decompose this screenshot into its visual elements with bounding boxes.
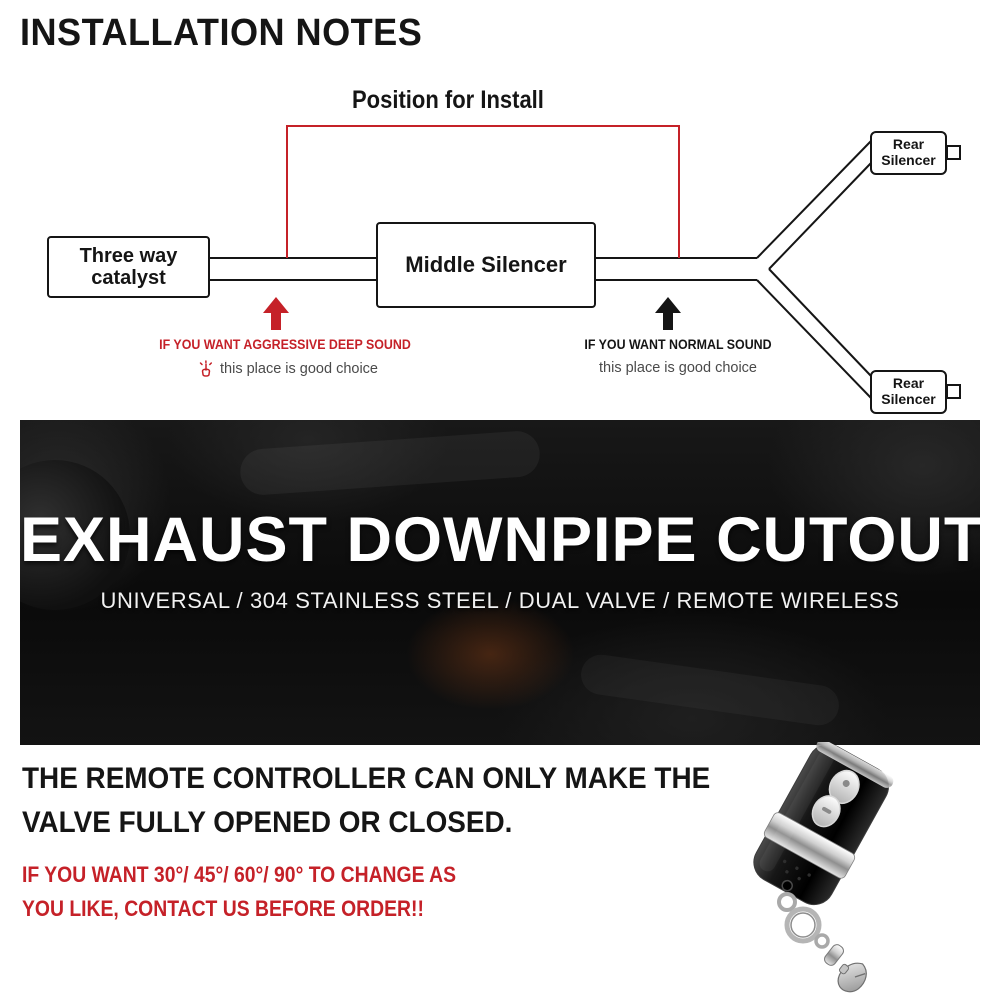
catalyst-label-line1: Three way: [79, 244, 178, 267]
rear-silencer-bottom-line1: Rear: [892, 375, 925, 392]
arrow-head: [655, 297, 681, 313]
remote-speaker-dots: [782, 859, 811, 881]
clasp-swivel-barrel: [824, 944, 844, 966]
arrow-stem: [663, 313, 673, 330]
remote-top-trim: [816, 742, 894, 788]
rear-silencer-bottom-line2: Silencer: [881, 391, 936, 407]
install-position-bracket: [286, 125, 680, 258]
branch-top-outer: [756, 140, 872, 259]
banner-subtitle: UNIVERSAL / 304 STAINLESS STEEL / DUAL V…: [100, 588, 900, 613]
remote-button-open-glyph: [842, 779, 850, 787]
arrow-head: [263, 297, 289, 313]
keychain-connector-ring: [814, 933, 830, 949]
banner-title: EXHAUST DOWNPIPE CUTOUT: [20, 505, 980, 575]
branch-top-inner: [768, 162, 872, 270]
normal-sound-note-sub: this place is good choice: [599, 360, 757, 376]
clasp-trigger: [838, 963, 850, 975]
up-arrow-black-icon: [655, 297, 681, 330]
aggressive-sound-note-sub: this place is good choice: [198, 360, 378, 378]
aggressive-sound-note-sub-text: this place is good choice: [220, 361, 378, 377]
remote-statement-line1: THE REMOTE CONTROLLER CAN ONLY MAKE THE: [22, 762, 711, 795]
keychain-split-ring: [784, 906, 822, 944]
rear-silencer-top-box: Rear Silencer: [870, 131, 947, 175]
middle-silencer-label: Middle Silencer: [405, 251, 567, 277]
tailpipe-stub-top: [946, 145, 961, 160]
banner-photo-shape-undercarriage: [578, 652, 842, 728]
arrow-stem: [271, 313, 281, 330]
rear-silencer-top-line2: Silencer: [881, 152, 936, 168]
banner-photo-shape-pipe: [238, 429, 542, 497]
lobster-clasp: [837, 962, 867, 993]
keychain-group: [777, 892, 867, 993]
pipe-lines: [108, 140, 961, 399]
up-arrow-red-icon: [263, 297, 289, 330]
keychain-split-ring-inner: [790, 912, 816, 938]
remote-chrome-band: [763, 812, 856, 879]
position-for-install-label: Position for Install: [352, 86, 544, 114]
contact-warning-line1: IF YOU WANT 30°/ 45°/ 60°/ 90° TO CHANGE…: [22, 862, 457, 887]
catalyst-label-line2: catalyst: [91, 267, 166, 289]
exhaust-install-diagram: Position for Install Three way catalyst …: [0, 78, 1000, 418]
normal-sound-note-title: IF YOU WANT NORMAL SOUND: [584, 337, 772, 352]
remote-gloss: [759, 750, 834, 872]
remote-button-close-glyph: [822, 806, 832, 814]
aggressive-sound-note-title: IF YOU WANT AGGRESSIVE DEEP SOUND: [159, 337, 411, 352]
remote-lanyard-hole: [781, 879, 793, 892]
remote-controller-image: [753, 742, 894, 993]
three-way-catalyst-box: Three way catalyst: [47, 236, 210, 298]
keychain-ring-small: [777, 892, 797, 912]
remote-body-group: [753, 742, 894, 906]
normal-sound-note-sub-text: this place is good choice: [599, 360, 757, 376]
hand-flick-icon: [198, 360, 214, 378]
tailpipe-stub-bottom: [946, 384, 961, 399]
rear-silencer-top-line1: Rear: [892, 136, 925, 153]
product-banner: EXHAUST DOWNPIPE CUTOUT UNIVERSAL / 304 …: [20, 420, 980, 745]
branch-bottom-inner: [768, 268, 872, 377]
rear-silencer-bottom-box: Rear Silencer: [870, 370, 947, 414]
page-title: INSTALLATION NOTES: [20, 12, 423, 54]
contact-warning-line2: YOU LIKE, CONTACT US BEFORE ORDER!!: [22, 896, 424, 921]
middle-silencer-box: Middle Silencer: [376, 222, 596, 308]
remote-statement-line2: VALVE FULLY OPENED OR CLOSED.: [22, 806, 513, 839]
branch-bottom-outer: [756, 279, 872, 399]
